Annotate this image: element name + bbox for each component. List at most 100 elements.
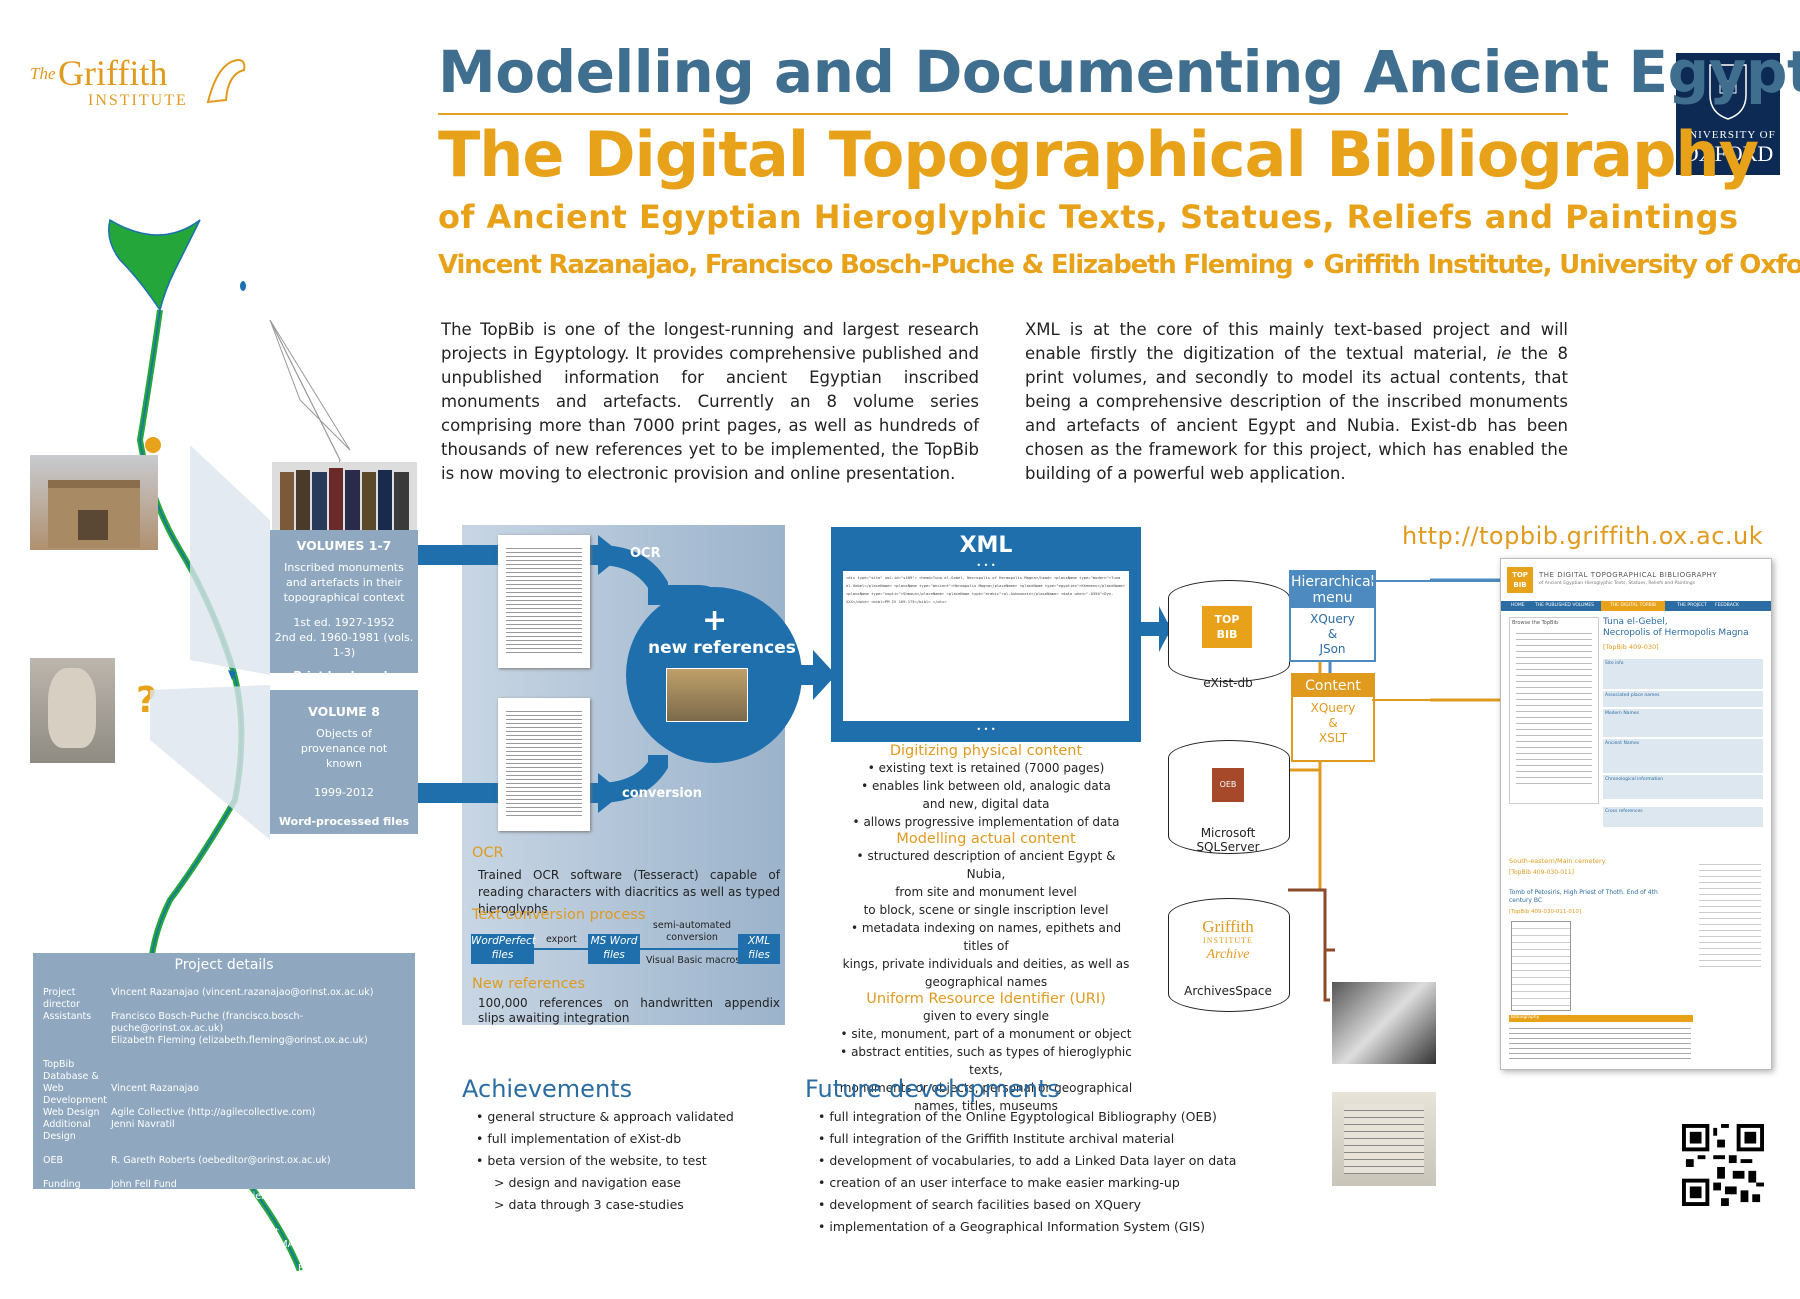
detail-row bbox=[43, 1215, 408, 1227]
qr-code-icon bbox=[1682, 1124, 1764, 1206]
new-references-label: new references bbox=[648, 638, 796, 658]
oxford-name: OXFORD bbox=[1682, 141, 1774, 166]
conversion-line bbox=[640, 948, 738, 950]
journal-photo bbox=[1332, 1092, 1436, 1186]
future-heading: Future developments bbox=[805, 1075, 1060, 1103]
detail-value: Francisco Bosch-Puche (francisco.bosch-p… bbox=[111, 1011, 303, 1034]
scanned-page-1 bbox=[498, 535, 590, 668]
detail-label bbox=[43, 1191, 111, 1203]
detail-row: TopBib Database & bbox=[43, 1059, 408, 1083]
ocr-text: Trained OCR software (Tesseract) capable… bbox=[478, 868, 780, 916]
project-details-heading: Project details bbox=[174, 957, 274, 973]
semi-automated-label: semi-automated conversion bbox=[652, 920, 732, 943]
web-plan-thumbnail bbox=[1511, 921, 1571, 1011]
hierarchical-menu-box: Hierarchical menu XQuery & JSon bbox=[1289, 570, 1376, 662]
card-drawers-photo bbox=[666, 668, 748, 722]
uri-heading: Uniform Resource Identifier (URI) bbox=[866, 991, 1106, 1007]
list-item: • full integration of the Griffith Insti… bbox=[818, 1131, 1175, 1146]
detail-value: R. Gareth Roberts (oebeditor@orinst.ox.a… bbox=[111, 1155, 331, 1166]
detail-label: Assistants bbox=[43, 1011, 92, 1022]
detail-label: Photographs bbox=[43, 1227, 103, 1238]
list-item: • beta version of the website, to test bbox=[476, 1153, 707, 1168]
volumes-1-7-title: VOLUMES 1-7 bbox=[296, 538, 392, 553]
detail-value: Agile Collective (http://agilecollective… bbox=[111, 1107, 316, 1118]
archivesspace-cylinder bbox=[1168, 898, 1290, 1012]
msword-files-box: MS Word files bbox=[588, 934, 640, 964]
detail-label: Project director bbox=[43, 987, 80, 1010]
detail-row bbox=[43, 1143, 408, 1155]
detail-row: Griffith Institute, Faculty of Oriental … bbox=[43, 1191, 408, 1203]
web-banner-title: THE DIGITAL TOPOGRAPHICAL BIBLIOGRAPHY bbox=[1539, 571, 1718, 579]
modelling-heading: Modelling actual content bbox=[896, 831, 1076, 847]
page-subtitle-2: of Ancient Egyptian Hieroglyphic Texts, … bbox=[438, 198, 1739, 236]
detail-label bbox=[43, 1263, 111, 1287]
export-arrow bbox=[534, 948, 590, 950]
digitizing-heading: Digitizing physical content bbox=[889, 743, 1083, 759]
list-item: > design and navigation ease bbox=[494, 1175, 681, 1190]
volume-8-box: VOLUME 8 Objects of provenance not known… bbox=[270, 690, 418, 834]
conversion-arrow-label: conversion bbox=[622, 786, 702, 801]
scanned-page-2 bbox=[498, 698, 590, 831]
detail-row: Web Development Vincent Razanajao bbox=[43, 1083, 408, 1107]
logo-the: The bbox=[30, 64, 56, 83]
list-item: • creation of an user interface to make … bbox=[818, 1175, 1180, 1190]
detail-row: Robert Partridge bequest bbox=[43, 1203, 408, 1215]
oeb-logo: OEB bbox=[1212, 768, 1244, 802]
website-url-link[interactable]: http://topbib.griffith.ox.ac.uk bbox=[1402, 522, 1764, 550]
detail-label bbox=[43, 1143, 111, 1155]
list-item: • development of vocabularies, to add a … bbox=[818, 1153, 1237, 1168]
detail-value: First outermost coffin of Tutankhamun, B… bbox=[111, 1263, 403, 1286]
volumes-1-7-format: Print books only bbox=[293, 669, 395, 682]
content-to-web-line bbox=[1372, 699, 1502, 701]
volume-8-format: Word-processed files bbox=[278, 815, 410, 828]
archivesspace-label: ArchivesSpace bbox=[1184, 984, 1272, 998]
detail-row: Additional Design Jenni Navratil bbox=[43, 1119, 408, 1143]
vb-macros-label: Visual Basic macros bbox=[646, 955, 741, 966]
detail-label: Funding bbox=[43, 1179, 81, 1190]
existdb-label: eXist-db bbox=[1203, 676, 1253, 690]
coffin-photo bbox=[1332, 982, 1436, 1064]
web-section-3-id: [TopBib 409-030-011-010] bbox=[1509, 909, 1582, 915]
oxford-university: UNIVERSITY OF bbox=[1680, 129, 1776, 141]
detail-value: Jenni Navratil bbox=[111, 1119, 175, 1130]
xml-dots-top: • • • bbox=[976, 561, 996, 570]
text-conversion-heading: Text conversion process bbox=[472, 907, 646, 923]
detail-value: Head of Tutankhamun, New York, MMA 50.6 … bbox=[111, 1239, 325, 1262]
detail-value: John Fell Fund bbox=[111, 1179, 177, 1190]
web-sidebar-notes bbox=[1699, 859, 1761, 969]
web-section-2: South-eastern/Main cemetery bbox=[1509, 857, 1606, 865]
ocr-arrow-label: OCR bbox=[630, 546, 661, 561]
detail-label: Additional Design bbox=[43, 1119, 91, 1142]
web-bibliography-text bbox=[1509, 1024, 1691, 1059]
project-details-rows: Project director Vincent Razanajao (vince… bbox=[43, 987, 408, 1299]
logo-griffith: Griffith bbox=[58, 53, 168, 93]
detail-row: Funding John Fell Fund bbox=[43, 1179, 408, 1191]
statue-head-photo bbox=[30, 658, 115, 763]
web-nav: HOME THE PUBLISHED VOLUMES THE DIGITAL T… bbox=[1501, 601, 1771, 611]
detail-value: Vincent Razanajao bbox=[111, 1083, 199, 1094]
xml-box: XML • • • <div type="site" xml:id="s409"… bbox=[831, 527, 1141, 742]
volume-beams bbox=[150, 445, 270, 840]
web-browse-tree[interactable]: Browse the TopBib bbox=[1509, 617, 1599, 804]
intro-right: XML is at the core of this mainly text-b… bbox=[1025, 320, 1568, 483]
detail-label: Web Development bbox=[43, 1083, 107, 1106]
achievements-list: • general structure & approach validated… bbox=[476, 1106, 806, 1216]
detail-label bbox=[43, 1287, 111, 1299]
volume-8-title: VOLUME 8 bbox=[308, 704, 380, 719]
detail-value: Vincent Razanajao (vincent.razanajao@ori… bbox=[111, 987, 374, 998]
page-title: Modelling and Documenting Ancient Egypt bbox=[438, 38, 1800, 106]
books-photo bbox=[272, 462, 417, 542]
detail-label: TopBib Database & bbox=[43, 1059, 99, 1082]
web-section-2-id: [TopBib 409-030-011] bbox=[1509, 869, 1574, 876]
ibis-icon bbox=[206, 58, 246, 104]
volumes-1-7-box: VOLUMES 1-7 Inscribed monuments and arte… bbox=[270, 530, 418, 682]
web-section-3: Tomb of Petosiris, High Priest of Thoth.… bbox=[1509, 889, 1658, 904]
detail-label bbox=[43, 1035, 111, 1047]
site-marker-icon bbox=[145, 437, 161, 453]
detail-row: First outermost coffin of Tutankhamun, B… bbox=[43, 1263, 408, 1287]
volumes-1-7-dates: 1st ed. 1927-1952 2nd ed. 1960-1981 (vol… bbox=[274, 616, 414, 659]
digitizing-column: Digitizing physical content • existing t… bbox=[836, 743, 1136, 1115]
